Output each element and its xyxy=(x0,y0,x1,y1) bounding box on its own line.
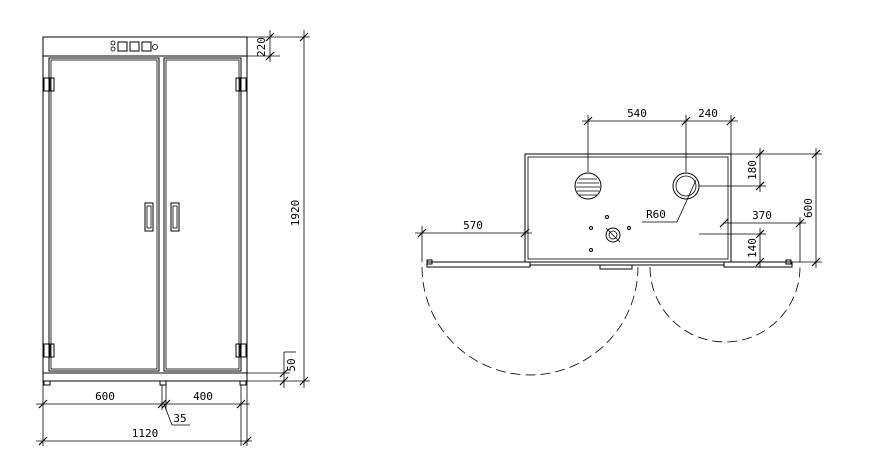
dim-door-reach-left: 570 xyxy=(463,219,483,232)
top-view: 540 240 180 600 140 570 370 R6 xyxy=(415,107,822,376)
dim-bottom-offset: 140 xyxy=(746,238,759,258)
vent-grille xyxy=(574,115,602,200)
dim-total-width: 1120 xyxy=(132,427,159,440)
dim-door-left: 600 xyxy=(95,390,115,403)
dim-vent-depth: 180 xyxy=(746,160,759,180)
foot-mid xyxy=(159,380,167,386)
mount-hole-4 xyxy=(627,226,631,230)
dim-depth: 600 xyxy=(802,198,815,218)
mount-hole-1 xyxy=(605,215,609,219)
hinge-bottom-left xyxy=(43,343,55,358)
cable-gland xyxy=(605,227,621,243)
hinge-bottom-right xyxy=(235,343,247,358)
control-button-2 xyxy=(129,41,140,52)
door-swing-left xyxy=(421,266,639,376)
foot-left xyxy=(43,380,51,386)
cabinet-top-outline xyxy=(524,153,732,263)
dim-door-right: 400 xyxy=(193,390,213,403)
hinge-top-left xyxy=(43,77,55,92)
handle-right xyxy=(170,202,180,232)
mount-hole-2 xyxy=(589,226,593,230)
control-panel xyxy=(110,40,158,52)
dim-radius: R60 xyxy=(646,208,666,221)
dim-gap: 35 xyxy=(173,412,186,425)
dim-base-height: 50 xyxy=(285,358,298,371)
foot-right xyxy=(239,380,247,386)
mount-hole-3 xyxy=(589,248,593,252)
dim-top-height: 220 xyxy=(255,37,268,57)
dim-gap-leader xyxy=(163,403,173,426)
dim-vent-spacing: 540 xyxy=(627,107,647,120)
door-swing-right xyxy=(649,266,801,343)
door-right xyxy=(163,57,242,372)
handle-left xyxy=(144,202,154,232)
hinge-top-right xyxy=(235,77,247,92)
dim-vent-offset: 240 xyxy=(698,107,718,120)
dim-total-height: 1920 xyxy=(289,200,302,227)
dim-door-reach-right: 370 xyxy=(752,209,772,222)
door-left xyxy=(48,57,160,372)
door-left-top xyxy=(426,261,531,268)
cabinet-outline xyxy=(42,36,248,382)
front-view: 220 1920 50 600 400 35 1120 xyxy=(36,30,310,446)
control-button-3 xyxy=(141,41,152,52)
indicator-light xyxy=(152,44,158,50)
control-button-1 xyxy=(117,41,128,52)
